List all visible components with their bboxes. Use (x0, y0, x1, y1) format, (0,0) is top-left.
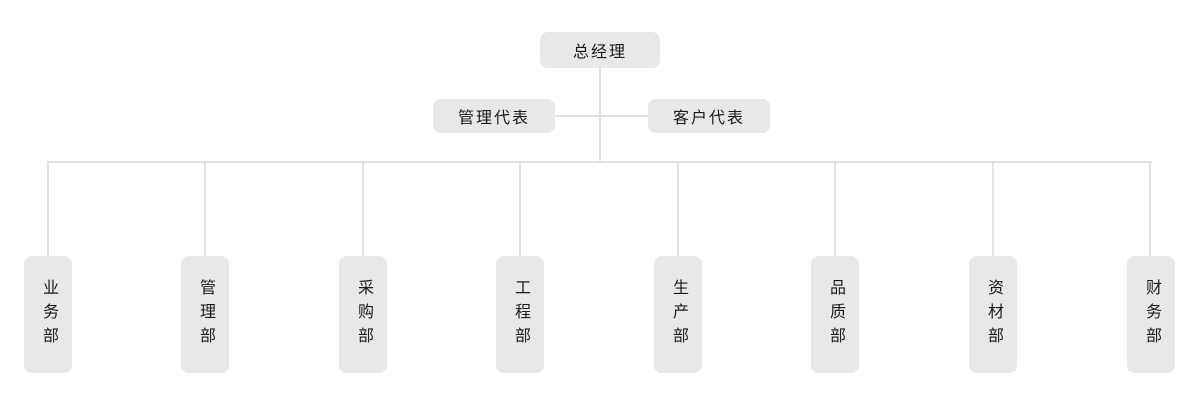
node-dept-quality-label: 品质部 (827, 278, 844, 351)
connector-drop-dept-7 (992, 161, 994, 256)
node-dept-management: 管理部 (181, 256, 229, 373)
connector-drop-dept-6 (834, 161, 836, 256)
node-dept-production-label: 生产部 (670, 278, 687, 351)
node-general-manager-label: 总经理 (572, 44, 627, 61)
connector-drop-dept-8 (1149, 161, 1151, 256)
node-dept-business-label: 业务部 (40, 278, 57, 351)
node-customer-representative-label: 客户代表 (672, 110, 745, 127)
node-dept-management-label: 管理部 (197, 278, 214, 351)
node-general-manager: 总经理 (540, 32, 660, 68)
node-dept-production: 生产部 (654, 256, 702, 373)
node-dept-finance: 财务部 (1127, 256, 1175, 373)
node-management-representative: 管理代表 (433, 99, 555, 133)
node-dept-purchasing-label: 采购部 (355, 278, 372, 351)
node-dept-business: 业务部 (24, 256, 72, 373)
node-dept-materials-label: 资材部 (985, 278, 1002, 351)
connector-drop-dept-3 (362, 161, 364, 256)
connector-drop-dept-4 (519, 161, 521, 256)
connector-drop-dept-2 (204, 161, 206, 256)
node-dept-purchasing: 采购部 (339, 256, 387, 373)
connector-bus-horizontal (47, 161, 1152, 163)
node-dept-materials: 资材部 (969, 256, 1017, 373)
node-dept-engineering-label: 工程部 (512, 278, 529, 351)
node-customer-representative: 客户代表 (648, 99, 770, 133)
node-dept-engineering: 工程部 (496, 256, 544, 373)
connector-level2-horizontal (555, 115, 649, 117)
connector-drop-dept-1 (47, 161, 49, 256)
connector-drop-dept-5 (677, 161, 679, 256)
node-dept-quality: 品质部 (811, 256, 859, 373)
node-dept-finance-label: 财务部 (1143, 278, 1160, 351)
node-management-representative-label: 管理代表 (457, 110, 530, 127)
